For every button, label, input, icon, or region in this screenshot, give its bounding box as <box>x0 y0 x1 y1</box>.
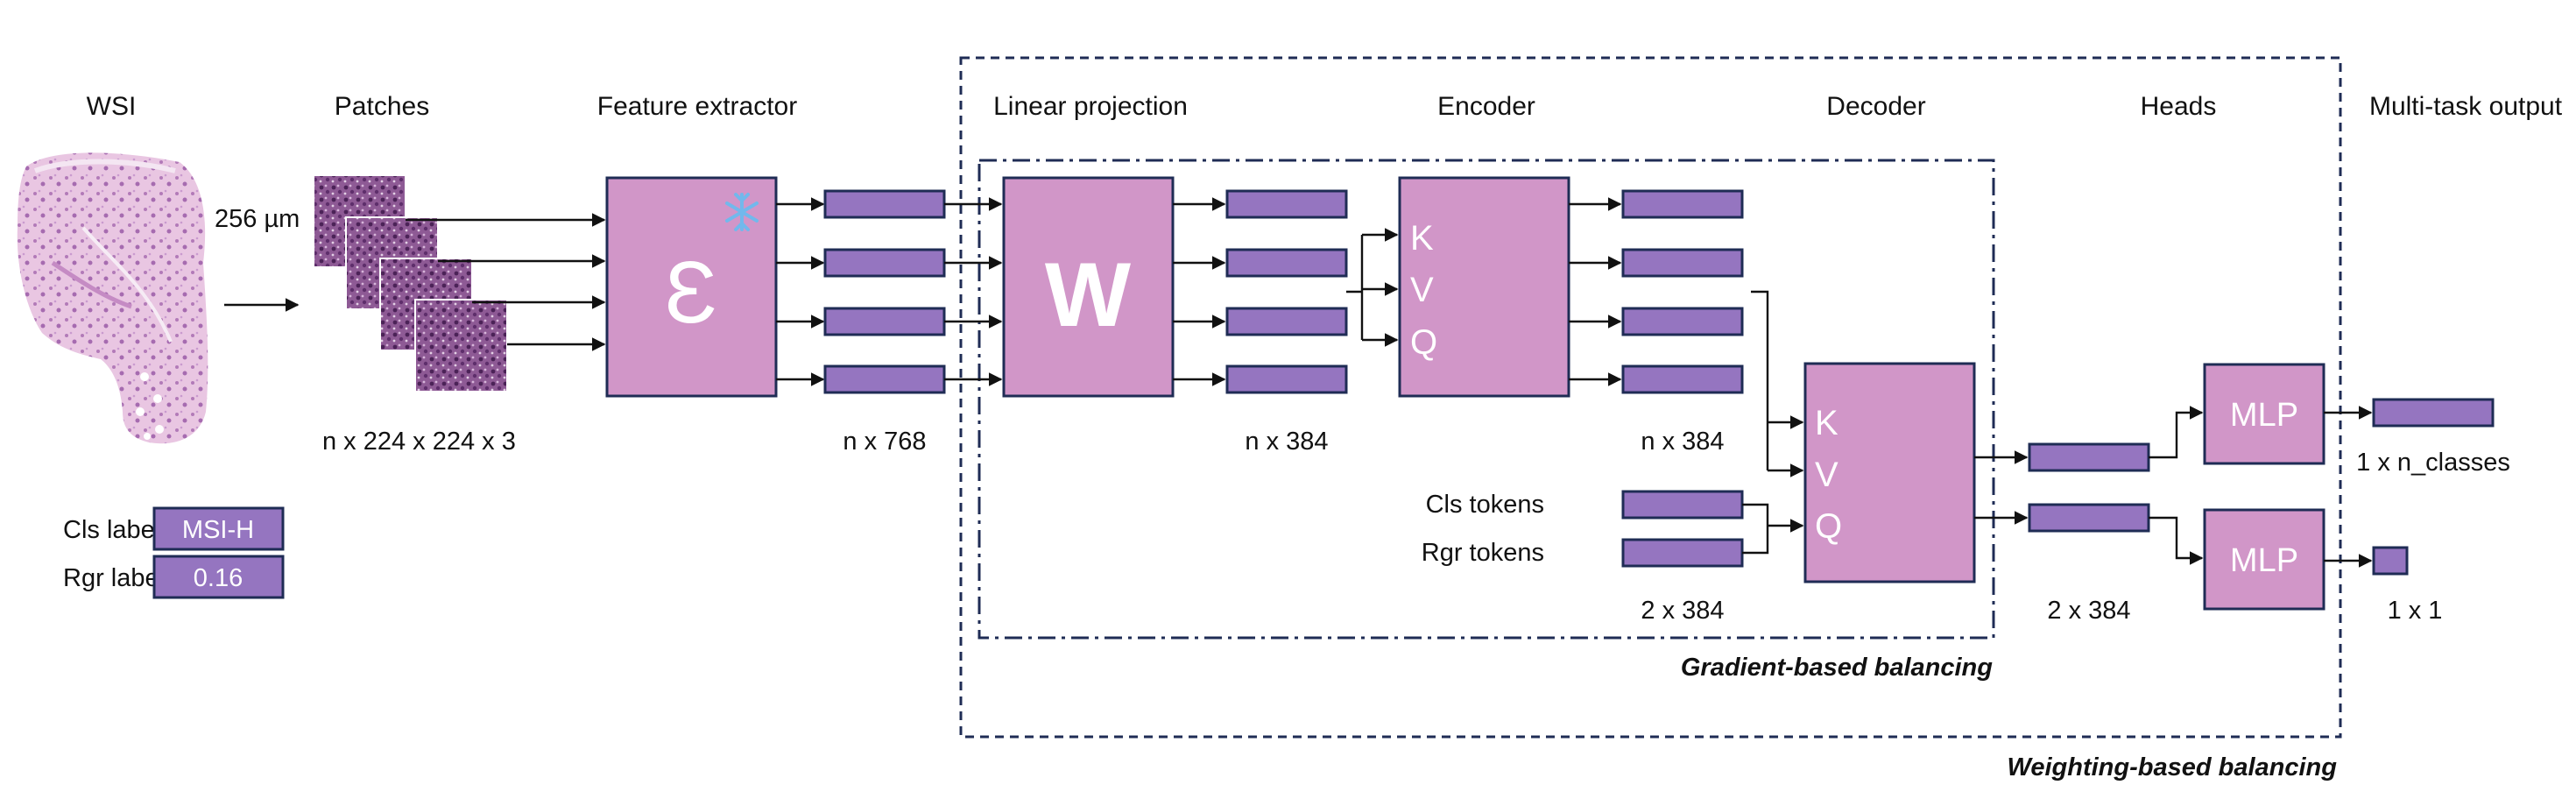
tokens-dim: 2 x 384 <box>1641 597 1724 625</box>
rgr-head-label: MLP <box>2230 542 2298 579</box>
cls-output-token <box>2372 398 2495 428</box>
gradient-balancing-region <box>977 159 1995 640</box>
projection-dim: n x 384 <box>1245 428 1328 456</box>
header-multi-task-output: Multi-task output <box>2369 92 2563 121</box>
rgr-head-mlp <box>2203 508 2325 611</box>
cls-label-value: MSI-H <box>182 516 254 544</box>
cls-label-box <box>152 506 285 551</box>
decoder-k: K <box>1815 404 1838 442</box>
cls-head-label: MLP <box>2230 397 2298 434</box>
feature-extractor-block <box>605 176 778 398</box>
decoder-dim: 2 x 384 <box>2047 597 2130 625</box>
projection-symbol: W <box>1045 244 1132 346</box>
encoder-token <box>1621 189 1744 219</box>
rgr-label-box <box>152 555 285 599</box>
gradient-balancing-label: Gradient-based balancing <box>1681 654 1993 682</box>
projection-token <box>1225 189 1348 219</box>
header-encoder: Encoder <box>1437 92 1535 121</box>
rgr-token <box>1621 538 1744 568</box>
feature-token <box>823 189 946 219</box>
feature-token <box>823 364 946 394</box>
encoder-q: Q <box>1410 323 1437 362</box>
encoder-token <box>1621 307 1744 336</box>
encoder-token <box>1621 248 1744 278</box>
rgr-label-value: 0.16 <box>194 564 243 592</box>
feature-token <box>823 248 946 278</box>
decoder-cls-token <box>2028 442 2150 472</box>
cls-head-mlp <box>2203 363 2325 465</box>
cls-tokens-label: Cls tokens <box>1426 491 1544 519</box>
projection-token <box>1225 248 1348 278</box>
patches-dim: n x 224 x 224 x 3 <box>322 428 516 456</box>
linear-projection-block <box>1002 176 1175 398</box>
rgr-output-dim: 1 x 1 <box>2388 597 2443 625</box>
rgr-tokens-label: Rgr tokens <box>1422 539 1544 567</box>
projection-token <box>1225 307 1348 336</box>
decoder-v: V <box>1815 456 1838 494</box>
header-linear-projection: Linear projection <box>993 92 1188 121</box>
encoder-dim: n x 384 <box>1641 428 1724 456</box>
decoder-rgr-token <box>2028 503 2150 533</box>
extractor-symbol: Ɛ <box>665 244 717 342</box>
rgr-label-text: Rgr label <box>63 564 165 592</box>
cls-label-text: Cls label <box>63 516 160 544</box>
header-feature-extractor: Feature extractor <box>597 92 797 121</box>
weighting-balancing-region <box>959 56 2342 739</box>
cls-output-dim: 1 x n_classes <box>2356 449 2510 477</box>
scale-label: 256 µm <box>215 205 300 233</box>
wsi-slide-image <box>17 152 208 444</box>
encoder-v: V <box>1410 271 1434 309</box>
decoder-q: Q <box>1815 507 1842 546</box>
feature-token <box>823 307 946 336</box>
header-decoder: Decoder <box>1826 92 1925 121</box>
rgr-output-token <box>2372 546 2409 576</box>
header-patches: Patches <box>335 92 429 121</box>
encoder-k: K <box>1410 219 1434 258</box>
encoder-token <box>1621 364 1744 394</box>
header-heads: Heads <box>2141 92 2217 121</box>
decoder-block <box>1803 362 1976 583</box>
weighting-balancing-label: Weighting-based balancing <box>2008 753 2338 781</box>
features-dim: n x 768 <box>843 428 926 456</box>
header-wsi: WSI <box>87 92 137 121</box>
frozen-snowflake-icon <box>725 193 759 231</box>
patches-stack <box>313 174 508 392</box>
cls-token <box>1621 490 1744 520</box>
encoder-block <box>1398 176 1570 398</box>
projection-token <box>1225 364 1348 394</box>
